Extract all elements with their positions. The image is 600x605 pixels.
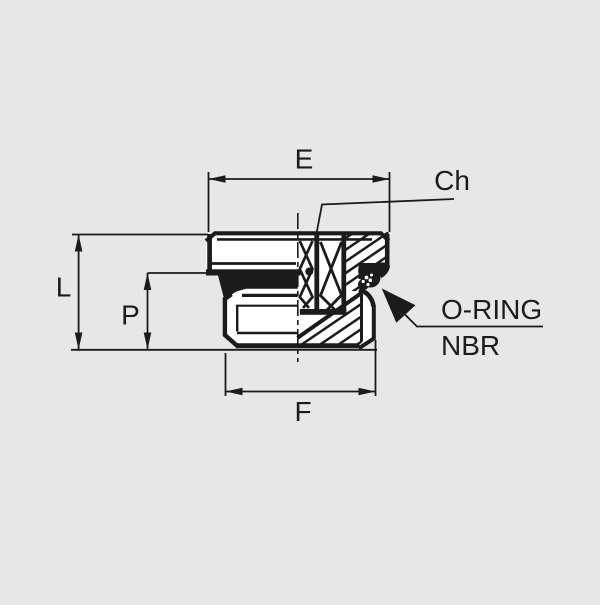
svg-text:Ch: Ch <box>434 165 470 196</box>
svg-text:F: F <box>294 396 311 427</box>
svg-text:P: P <box>121 300 140 331</box>
svg-text:L: L <box>56 272 72 303</box>
svg-text:E: E <box>295 144 314 175</box>
svg-text:O-RING: O-RING <box>441 294 542 325</box>
svg-text:NBR: NBR <box>441 330 500 361</box>
